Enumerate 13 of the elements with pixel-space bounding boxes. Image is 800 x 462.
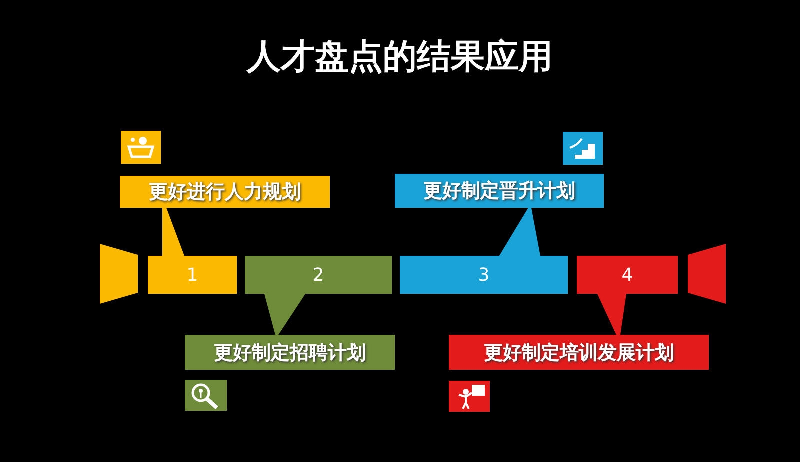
callout-pointer (162, 208, 185, 256)
callout-pointer (499, 208, 541, 256)
step-number: 3 (478, 264, 490, 286)
callout-text: 更好制定招聘计划 (214, 340, 366, 366)
step-number: 4 (622, 264, 634, 286)
step-number: 1 (186, 264, 198, 286)
callout-text: 更好制定培训发展计划 (484, 340, 674, 366)
callout-text: 更好制定晋升计划 (424, 179, 576, 204)
callout-pointer (264, 294, 306, 336)
title: 人才盘点的结果应用 (247, 37, 553, 77)
callout-text: 更好进行人力规划 (149, 180, 301, 205)
callout-pointer (597, 294, 627, 336)
step-number: 2 (312, 264, 324, 286)
